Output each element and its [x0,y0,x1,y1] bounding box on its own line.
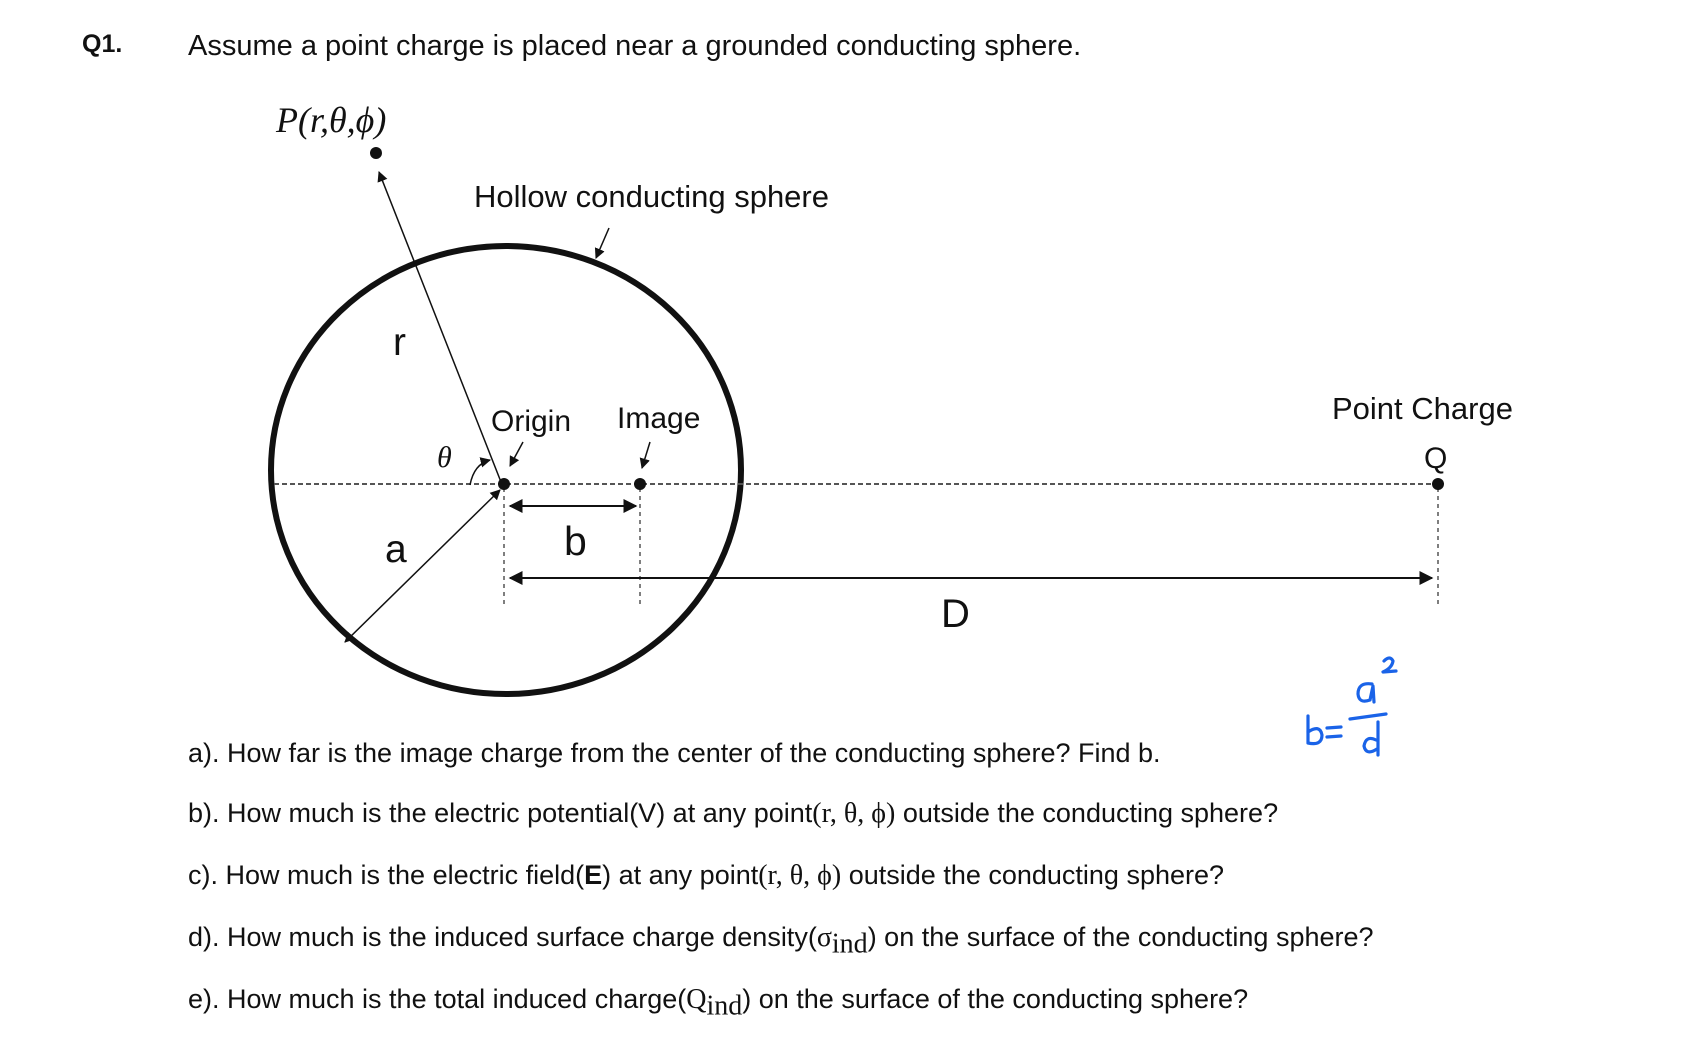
subquestion-d-pre: d). How much is the induced surface char… [188,922,817,952]
subquestion-e: e). How much is the total induced charge… [188,984,1248,1022]
a-radius-arrow [344,489,501,643]
subquestion-d-subscript: ind [831,928,868,960]
point-charge-dot [1432,478,1444,490]
sphere-label: Hollow conducting sphere [474,179,829,214]
subquestion-c-math: (r, θ, ϕ) [758,860,842,891]
subquestion-c: c). How much is the electric field(E) at… [188,860,1224,892]
d-label: D [941,592,970,636]
conducting-sphere [268,243,744,697]
handwritten-note [1306,656,1398,757]
subquestion-b-post: outside the conducting sphere? [895,798,1279,828]
subquestion-b-pre: b). How much is the electric potential(V… [188,798,813,828]
theta-label: θ [437,441,452,474]
a-label: a [385,528,407,571]
image-charge-dot [634,478,646,490]
point-charge-label: Point Charge [1332,391,1513,426]
origin-label-arrow [509,441,524,467]
subquestion-d: d). How much is the induced surface char… [188,922,1374,960]
subquestion-e-symbol: Q [686,984,707,1015]
origin-dot [498,478,510,490]
origin-label: Origin [491,405,571,438]
image-label-arrow [639,441,651,470]
subquestion-c-post: outside the conducting sphere? [841,860,1225,890]
subquestion-b-math: (r, θ, ϕ) [812,798,896,829]
sphere-label-arrow [594,227,610,259]
image-label: Image [617,402,700,435]
subquestion-e-subscript: ind [706,990,743,1022]
subquestion-a: a). How far is the image charge from the… [188,738,1161,769]
subquestion-c-pre: c). How much is the electric field( [188,860,585,890]
point-p-label: P(r,θ,ϕ) [275,100,386,140]
subquestion-c-bold: E [584,860,603,890]
question-number: Q1. [82,30,123,58]
charge-symbol: Q [1424,442,1447,475]
b-label: b [564,518,587,564]
question-text: Assume a point charge is placed near a g… [188,30,1082,62]
r-label: r [393,321,406,364]
subquestion-d-symbol: σ [816,922,832,953]
subquestion-b: b). How much is the electric potential(V… [188,798,1278,830]
subquestion-e-pre: e). How much is the total induced charge… [188,984,687,1014]
subquestion-c-mid: ) at any point [602,860,759,890]
point-p-dot [370,147,382,159]
subquestion-d-post: ) on the surface of the conducting spher… [867,922,1374,952]
subquestion-e-post: ) on the surface of the conducting spher… [742,984,1249,1014]
subquestion-a-text: a). How far is the image charge from the… [188,738,1161,768]
theta-arc [469,457,492,486]
r-vector [377,171,502,483]
